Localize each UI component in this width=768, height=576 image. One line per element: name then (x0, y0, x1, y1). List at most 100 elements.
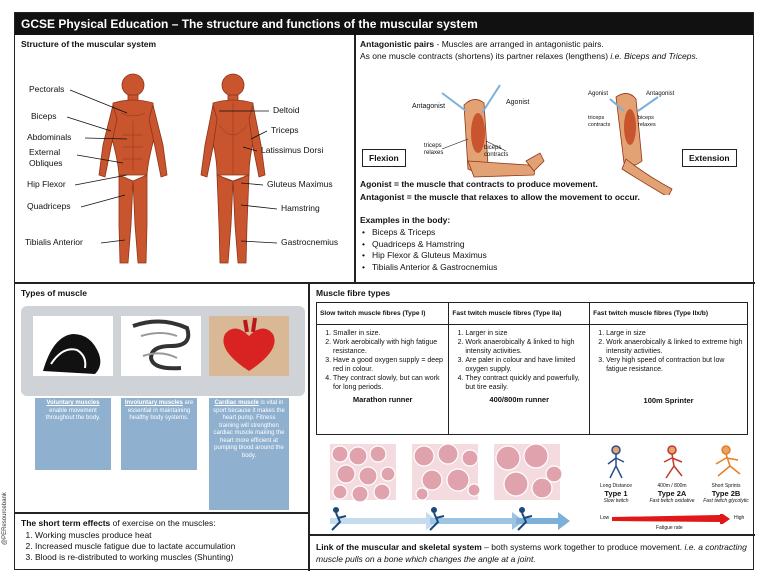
ext-antagonist-label: Antagonist (646, 91, 675, 97)
voluntary-card-text: enable movement throughout the body. (45, 407, 101, 422)
short-term-heading: The short term effects of exercise on th… (21, 518, 216, 530)
flexion-box: Flexion (362, 149, 406, 167)
list-item: Tibialis Anterior & Gastrocnemius (360, 262, 497, 274)
antagonist-definition: Antagonist = the muscle that relaxes to … (360, 192, 640, 202)
list-item: Working muscles produce heat (35, 530, 235, 541)
short-term-panel: The short term effects of exercise on th… (15, 513, 309, 571)
label-latissimus-dorsi: Latissimus Dorsi (261, 145, 324, 155)
runner-type2b-sub: Fast twitch glycolytic (703, 498, 749, 504)
list-item: Larger in size (465, 329, 586, 338)
types-heading: Types of muscle (21, 288, 87, 298)
antagonistic-heading-rest: - Muscles are arranged in antagonistic p… (434, 39, 604, 49)
label-gluteus-maximus: Gluteus Maximus (267, 179, 333, 189)
runner-type1: Long Distance Type 1 Slow twitch (586, 483, 646, 504)
arm-diagrams (441, 84, 673, 195)
antagonistic-example: i.e. Biceps and Triceps. (610, 50, 699, 61)
runner-type2b-name: Type 2B (711, 489, 741, 498)
agonist-definition: Agonist = the muscle that contracts to p… (360, 179, 598, 189)
credit-watermark: @PEResourcebank (2, 492, 8, 545)
muscle-figures-illustration (66, 73, 278, 264)
flex-triceps-label: triceps relaxes (424, 143, 444, 156)
involuntary-card-title: Involuntary muscles (124, 400, 183, 406)
list-item: Biceps & Triceps (360, 227, 497, 239)
extended-arm-illustration (609, 93, 673, 195)
label-biceps: Biceps (31, 111, 57, 121)
fatigue-low: Low (600, 515, 610, 521)
types-panel: Types of muscle Voluntary muscles enable… (15, 283, 309, 513)
fibre-example-type2b: 100m Sprinter (643, 396, 694, 405)
list-item: Work anaerobically & linked to high inte… (465, 338, 586, 356)
involuntary-muscle-icon (121, 316, 201, 376)
fibre-header-type1: Slow twitch muscle fibres (Type I) (315, 302, 450, 325)
structure-panel: Structure of the muscular system (15, 35, 355, 283)
fibre-cell-type2a: Larger in size Work anaerobically & link… (448, 324, 591, 435)
cardiac-card-text: is vital in sport because it makes the h… (213, 400, 285, 459)
revision-sheet: GCSE Physical Education – The structure … (14, 12, 755, 571)
voluntary-card: Voluntary muscles enable movement throug… (35, 398, 111, 470)
label-pectorals: Pectorals (29, 84, 65, 94)
fibre-heading: Muscle fibre types (316, 288, 391, 298)
label-quadriceps: Quadriceps (27, 201, 71, 211)
list-item: They contract slowly, but can work for l… (333, 374, 445, 392)
antagonistic-heading: Antagonistic pairs (360, 39, 435, 49)
list-item: Quadriceps & Hamstring (360, 239, 497, 251)
runner-type2b-top: Short Sprints (711, 483, 741, 489)
involuntary-card-text: are essential in maintaining healthy bod… (127, 400, 194, 421)
fatigue-rate-arrow (612, 514, 730, 524)
fibre-image-type2a (412, 444, 481, 501)
runner-type2a-top: 400m / 800m (657, 483, 687, 489)
involuntary-card: Involuntary muscles are essential in mai… (121, 398, 197, 470)
list-item: Hip Flexor & Gluteus Maximus (360, 250, 497, 262)
fibre-image-type2b (494, 444, 563, 500)
fibre-image-type1 (330, 444, 396, 503)
runner-type2a-sub: Fast twitch oxidative (649, 498, 695, 504)
ext-agonist-label: Agonist (588, 91, 609, 97)
page-title: GCSE Physical Education – The structure … (15, 13, 753, 35)
label-gastrocnemius: Gastrocnemius (281, 237, 339, 247)
label-deltoid: Deltoid (273, 105, 300, 115)
link-description: – both systems work together to produce … (481, 542, 685, 552)
extension-box: Extension (682, 149, 737, 167)
label-tibialis-anterior: Tibialis Anterior (25, 237, 83, 247)
list-item: Very high speed of contraction but low f… (606, 356, 744, 374)
list-item: Work aerobically with high fatigue resis… (333, 338, 445, 356)
label-external-obliques: External Obliques (29, 147, 63, 168)
fatigue-label: Fatigue rate (656, 525, 683, 531)
voluntary-muscle-icon (33, 316, 113, 376)
flexed-arm-illustration (441, 84, 545, 178)
voluntary-card-title: Voluntary muscles (46, 400, 100, 406)
link-example: i.e. a contracting muscle pulls on a bon… (316, 542, 747, 564)
list-item: Blood is re-distributed to working muscl… (35, 552, 235, 563)
antagonistic-panel: Antagonistic pairs - Muscles are arrange… (355, 35, 755, 283)
fibre-cell-type2b: Large in size Work anaerobically & linke… (589, 324, 748, 435)
ext-triceps-label: triceps contracts (588, 115, 611, 128)
examples-list: Biceps & Triceps Quadriceps & Hamstring … (360, 227, 497, 273)
fibre-table-wrap: Slow twitch muscle fibres (Type I) Fast … (315, 302, 748, 435)
list-item: Work anaerobically & linked to extreme h… (606, 338, 744, 356)
long-distance-runner-icon (607, 445, 625, 479)
list-item: They contract quickly and powerfully, bu… (465, 374, 586, 392)
sprinter-runner-icon (715, 445, 741, 477)
list-item: Increased muscle fatigue due to lactate … (35, 541, 235, 552)
list-item: Large in size (606, 329, 744, 338)
flex-agonist-label: Agonist (506, 99, 530, 106)
link-heading: Link of the muscular and skeletal system (316, 542, 482, 552)
fibre-example-type2a: 400/800m runner (489, 395, 550, 404)
runner-type1-top: Long Distance (600, 483, 632, 489)
runner-type2a-name: Type 2A (657, 489, 687, 498)
cardiac-card: Cardiac muscle is vital in sport because… (209, 398, 289, 510)
short-term-heading-bold: The short term effects (21, 518, 111, 528)
list-item: Have a good oxygen supply = deep red in … (333, 356, 445, 374)
antagonistic-intro: Antagonistic pairs - Muscles are arrange… (360, 39, 752, 62)
list-item: Are paler in colour and have limited oxy… (465, 356, 586, 374)
fibre-table: Slow twitch muscle fibres (Type I) Fast … (315, 302, 748, 435)
fibre-cell-type1: Smaller in size. Work aerobically with h… (315, 324, 450, 435)
fatigue-high: High (734, 515, 745, 521)
link-text: Link of the muscular and skeletal system… (316, 541, 748, 565)
middle-distance-runner-icon (663, 445, 683, 479)
list-item: Smaller in size. (333, 329, 445, 338)
runner-type1-name: Type 1 (604, 489, 628, 498)
short-term-list: Working muscles produce heat Increased m… (21, 530, 235, 563)
speed-progression-arrows (330, 507, 570, 531)
fibre-example-type1: Marathon runner (352, 395, 413, 404)
